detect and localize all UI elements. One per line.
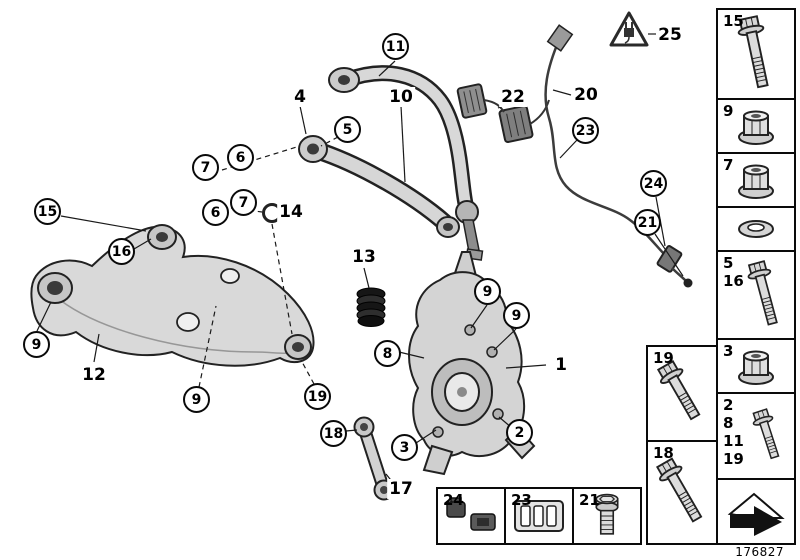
callout-22[interactable]: 22 xyxy=(499,87,527,107)
part-number-label: 3 xyxy=(723,342,734,360)
part-number-label: 8 xyxy=(723,414,734,432)
callout-13[interactable]: 13 xyxy=(350,247,378,267)
hex-bolt-long-icon xyxy=(737,15,769,89)
hex-bolt-icon xyxy=(752,408,780,460)
callout-5[interactable]: 5 xyxy=(334,116,361,143)
legend-box-nut-3[interactable]: 3 xyxy=(716,338,796,394)
hex-bolt-long-icon xyxy=(747,260,778,326)
wheel-carrier xyxy=(408,251,536,476)
part-number-label: 19 xyxy=(723,450,744,468)
upper-guide-arm xyxy=(328,65,474,214)
washer-icon xyxy=(738,220,774,238)
legend-box-bolt-19[interactable]: 19 xyxy=(646,345,718,442)
callout-4[interactable]: 4 xyxy=(292,87,308,107)
callout-10[interactable]: 10 xyxy=(387,87,415,107)
retaining-clips-icon xyxy=(446,497,496,531)
part-number-label: 24 xyxy=(443,491,464,509)
direction-arrow-icon xyxy=(727,492,785,536)
flange-nut-icon xyxy=(738,164,774,199)
legend-box-holder-23[interactable]: 23 xyxy=(504,487,574,545)
callout-9[interactable]: 9 xyxy=(474,278,501,305)
callout-3[interactable]: 3 xyxy=(391,434,418,461)
part-number-label: 19 xyxy=(653,349,674,367)
callout-21[interactable]: 21 xyxy=(634,209,661,236)
callout-9[interactable]: 9 xyxy=(23,331,50,358)
callout-18[interactable]: 18 xyxy=(320,420,347,447)
legend-box-bolt-15[interactable]: 15 xyxy=(716,8,796,100)
toe-arm xyxy=(298,135,460,238)
callout-17[interactable]: 17 xyxy=(387,479,415,499)
part-number-label: 18 xyxy=(653,444,674,462)
callout-7[interactable]: 7 xyxy=(192,154,219,181)
callout-15[interactable]: 15 xyxy=(34,198,61,225)
warning-triangle-icon xyxy=(609,11,649,47)
legend-box-bolt-2-8-11-19[interactable]: 2 8 11 19 xyxy=(716,392,796,480)
part-number-label: 5 xyxy=(723,254,734,272)
part-number-label: 16 xyxy=(723,272,744,290)
part-number-label: 11 xyxy=(723,432,744,450)
callout-11[interactable]: 11 xyxy=(382,33,409,60)
part-number-label: 9 xyxy=(723,102,734,120)
part-number-label: 15 xyxy=(723,12,744,30)
callout-16[interactable]: 16 xyxy=(108,238,135,265)
legend-box-nut-7[interactable]: 7 xyxy=(716,152,796,208)
callout-20[interactable]: 20 xyxy=(572,85,600,105)
lower-control-arm xyxy=(30,224,315,367)
callout-6[interactable]: 6 xyxy=(202,199,229,226)
callout-14[interactable]: 14 xyxy=(277,202,305,222)
callout-24[interactable]: 24 xyxy=(640,170,667,197)
part-number-label: 2 xyxy=(723,396,734,414)
socket-head-screw-icon xyxy=(595,493,619,535)
callout-8[interactable]: 8 xyxy=(374,340,401,367)
rubber-bushing xyxy=(356,287,386,327)
legend-box-screw-21[interactable]: 21 xyxy=(572,487,642,545)
legend-box-bolt-18[interactable]: 18 xyxy=(646,440,718,545)
part-number-label: 7 xyxy=(723,156,734,174)
legend-box-nut-9[interactable]: 9 xyxy=(716,98,796,154)
callout-23[interactable]: 23 xyxy=(572,117,599,144)
callout-9[interactable]: 9 xyxy=(503,302,530,329)
callout-9[interactable]: 9 xyxy=(183,386,210,413)
connector-blocks xyxy=(456,83,550,144)
callout-6[interactable]: 6 xyxy=(227,144,254,171)
legend-box-washer[interactable] xyxy=(716,206,796,252)
callout-12[interactable]: 12 xyxy=(80,365,108,385)
callout-2[interactable]: 2 xyxy=(506,419,533,446)
flange-nut-icon xyxy=(738,350,774,385)
figure-number: 176827 xyxy=(735,545,784,559)
flange-nut-icon xyxy=(738,110,774,145)
callout-25[interactable]: 25 xyxy=(656,25,684,45)
legend-box-direction-arrow[interactable] xyxy=(716,478,796,545)
callout-1[interactable]: 1 xyxy=(553,355,569,375)
part-number-label: 21 xyxy=(579,491,600,509)
legend-box-bolt-5-16[interactable]: 5 16 xyxy=(716,250,796,340)
hex-flange-bolt-icon xyxy=(656,359,701,420)
callout-19[interactable]: 19 xyxy=(304,383,331,410)
cable-holder-icon xyxy=(514,500,564,532)
legend-box-clips-24[interactable]: 24 xyxy=(436,487,506,545)
part-number-label: 23 xyxy=(511,491,532,509)
leader-lines xyxy=(36,33,684,485)
callout-7[interactable]: 7 xyxy=(230,189,257,216)
abs-sensor-wire xyxy=(544,24,693,288)
hex-flange-bolt-icon xyxy=(656,456,703,523)
